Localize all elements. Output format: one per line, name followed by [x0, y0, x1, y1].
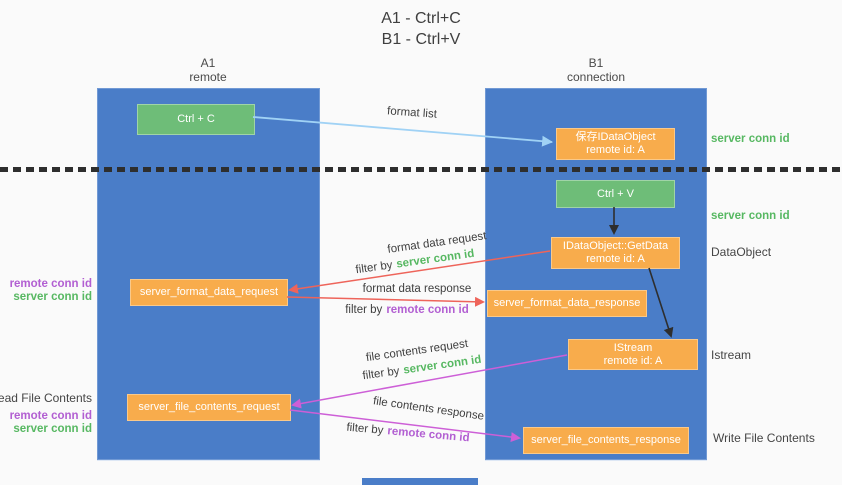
filter-by-text: filter by — [345, 304, 383, 316]
format-list-label: format list — [386, 105, 438, 121]
filter-by-text: filter by — [345, 421, 384, 437]
server-conn-id-annotation-2: server conn id — [13, 423, 92, 435]
save-idataobject-node: 保存IDataObject remote id: A — [556, 128, 675, 160]
server-format-data-request-label: server_format_data_request — [139, 286, 279, 298]
server-file-contents-request-node: server_file_contents_request — [127, 394, 291, 421]
server-format-data-response-label: server_format_data_response — [493, 297, 641, 309]
server-conn-id-annotation-top: server conn id — [711, 133, 790, 145]
bottom-window-edge — [362, 478, 478, 485]
istream-line1: IStream — [613, 341, 653, 354]
title-line-1: A1 - Ctrl+C — [381, 10, 461, 27]
diagram-title: A1 - Ctrl+C B1 - Ctrl+V — [0, 8, 842, 50]
server-format-data-response-node: server_format_data_response — [487, 290, 647, 317]
session-divider-dashed-line — [0, 167, 842, 172]
ctrl-c-label: Ctrl + C — [177, 113, 215, 125]
remote-conn-id-annotation-2: remote conn id — [9, 410, 92, 422]
remote-conn-id-highlight: remote conn id — [386, 304, 469, 316]
getdata-line1: IDataObject::GetData — [562, 240, 669, 252]
istream-node: IStream remote id: A — [568, 339, 698, 370]
server-file-contents-response-node: server_file_contents_response — [523, 427, 689, 454]
ctrl-v-node: Ctrl + V — [556, 180, 675, 208]
file-contents-response-label: file contents response — [372, 395, 485, 423]
remote-conn-id-annotation-1: remote conn id — [9, 278, 92, 290]
istream-annotation: Istream — [711, 348, 752, 362]
server-conn-id-annotation-1: server conn id — [13, 291, 92, 303]
lifeline-b-title: B1 — [588, 56, 604, 70]
istream-line2: remote id: A — [603, 354, 663, 367]
server-conn-id-annotation-mid: server conn id — [711, 210, 790, 222]
server-format-data-request-node: server_format_data_request — [130, 279, 288, 306]
server-file-contents-response-label: server_file_contents_response — [531, 434, 681, 446]
filter-by-text: filter by — [361, 365, 401, 383]
save-idataobject-line2: remote id: A — [586, 144, 645, 156]
lifeline-b-header: B1 connection — [531, 56, 661, 84]
lifeline-a-title: A1 — [200, 56, 216, 70]
filter-by-text: filter by — [354, 259, 394, 277]
server-file-contents-request-label: server_file_contents_request — [138, 401, 280, 413]
write-file-contents-annotation: Write File Contents — [713, 431, 815, 445]
read-file-contents-annotation: Read File Contents — [0, 391, 92, 405]
remote-conn-id-highlight: remote conn id — [386, 425, 471, 445]
ctrl-c-node: Ctrl + C — [137, 104, 255, 135]
save-idataobject-line1: 保存IDataObject — [575, 131, 656, 143]
format-data-response-label: format data response — [362, 283, 472, 295]
title-line-2: B1 - Ctrl+V — [381, 31, 461, 48]
getdata-line2: remote id: A — [586, 253, 645, 265]
ctrl-v-label: Ctrl + V — [597, 187, 634, 200]
lifeline-a-subtitle: remote — [189, 70, 227, 84]
idataobject-getdata-node: IDataObject::GetData remote id: A — [551, 237, 680, 269]
dataobject-annotation: DataObject — [711, 245, 772, 259]
lifeline-b-subtitle: connection — [566, 70, 626, 84]
lifeline-a-header: A1 remote — [143, 56, 273, 84]
